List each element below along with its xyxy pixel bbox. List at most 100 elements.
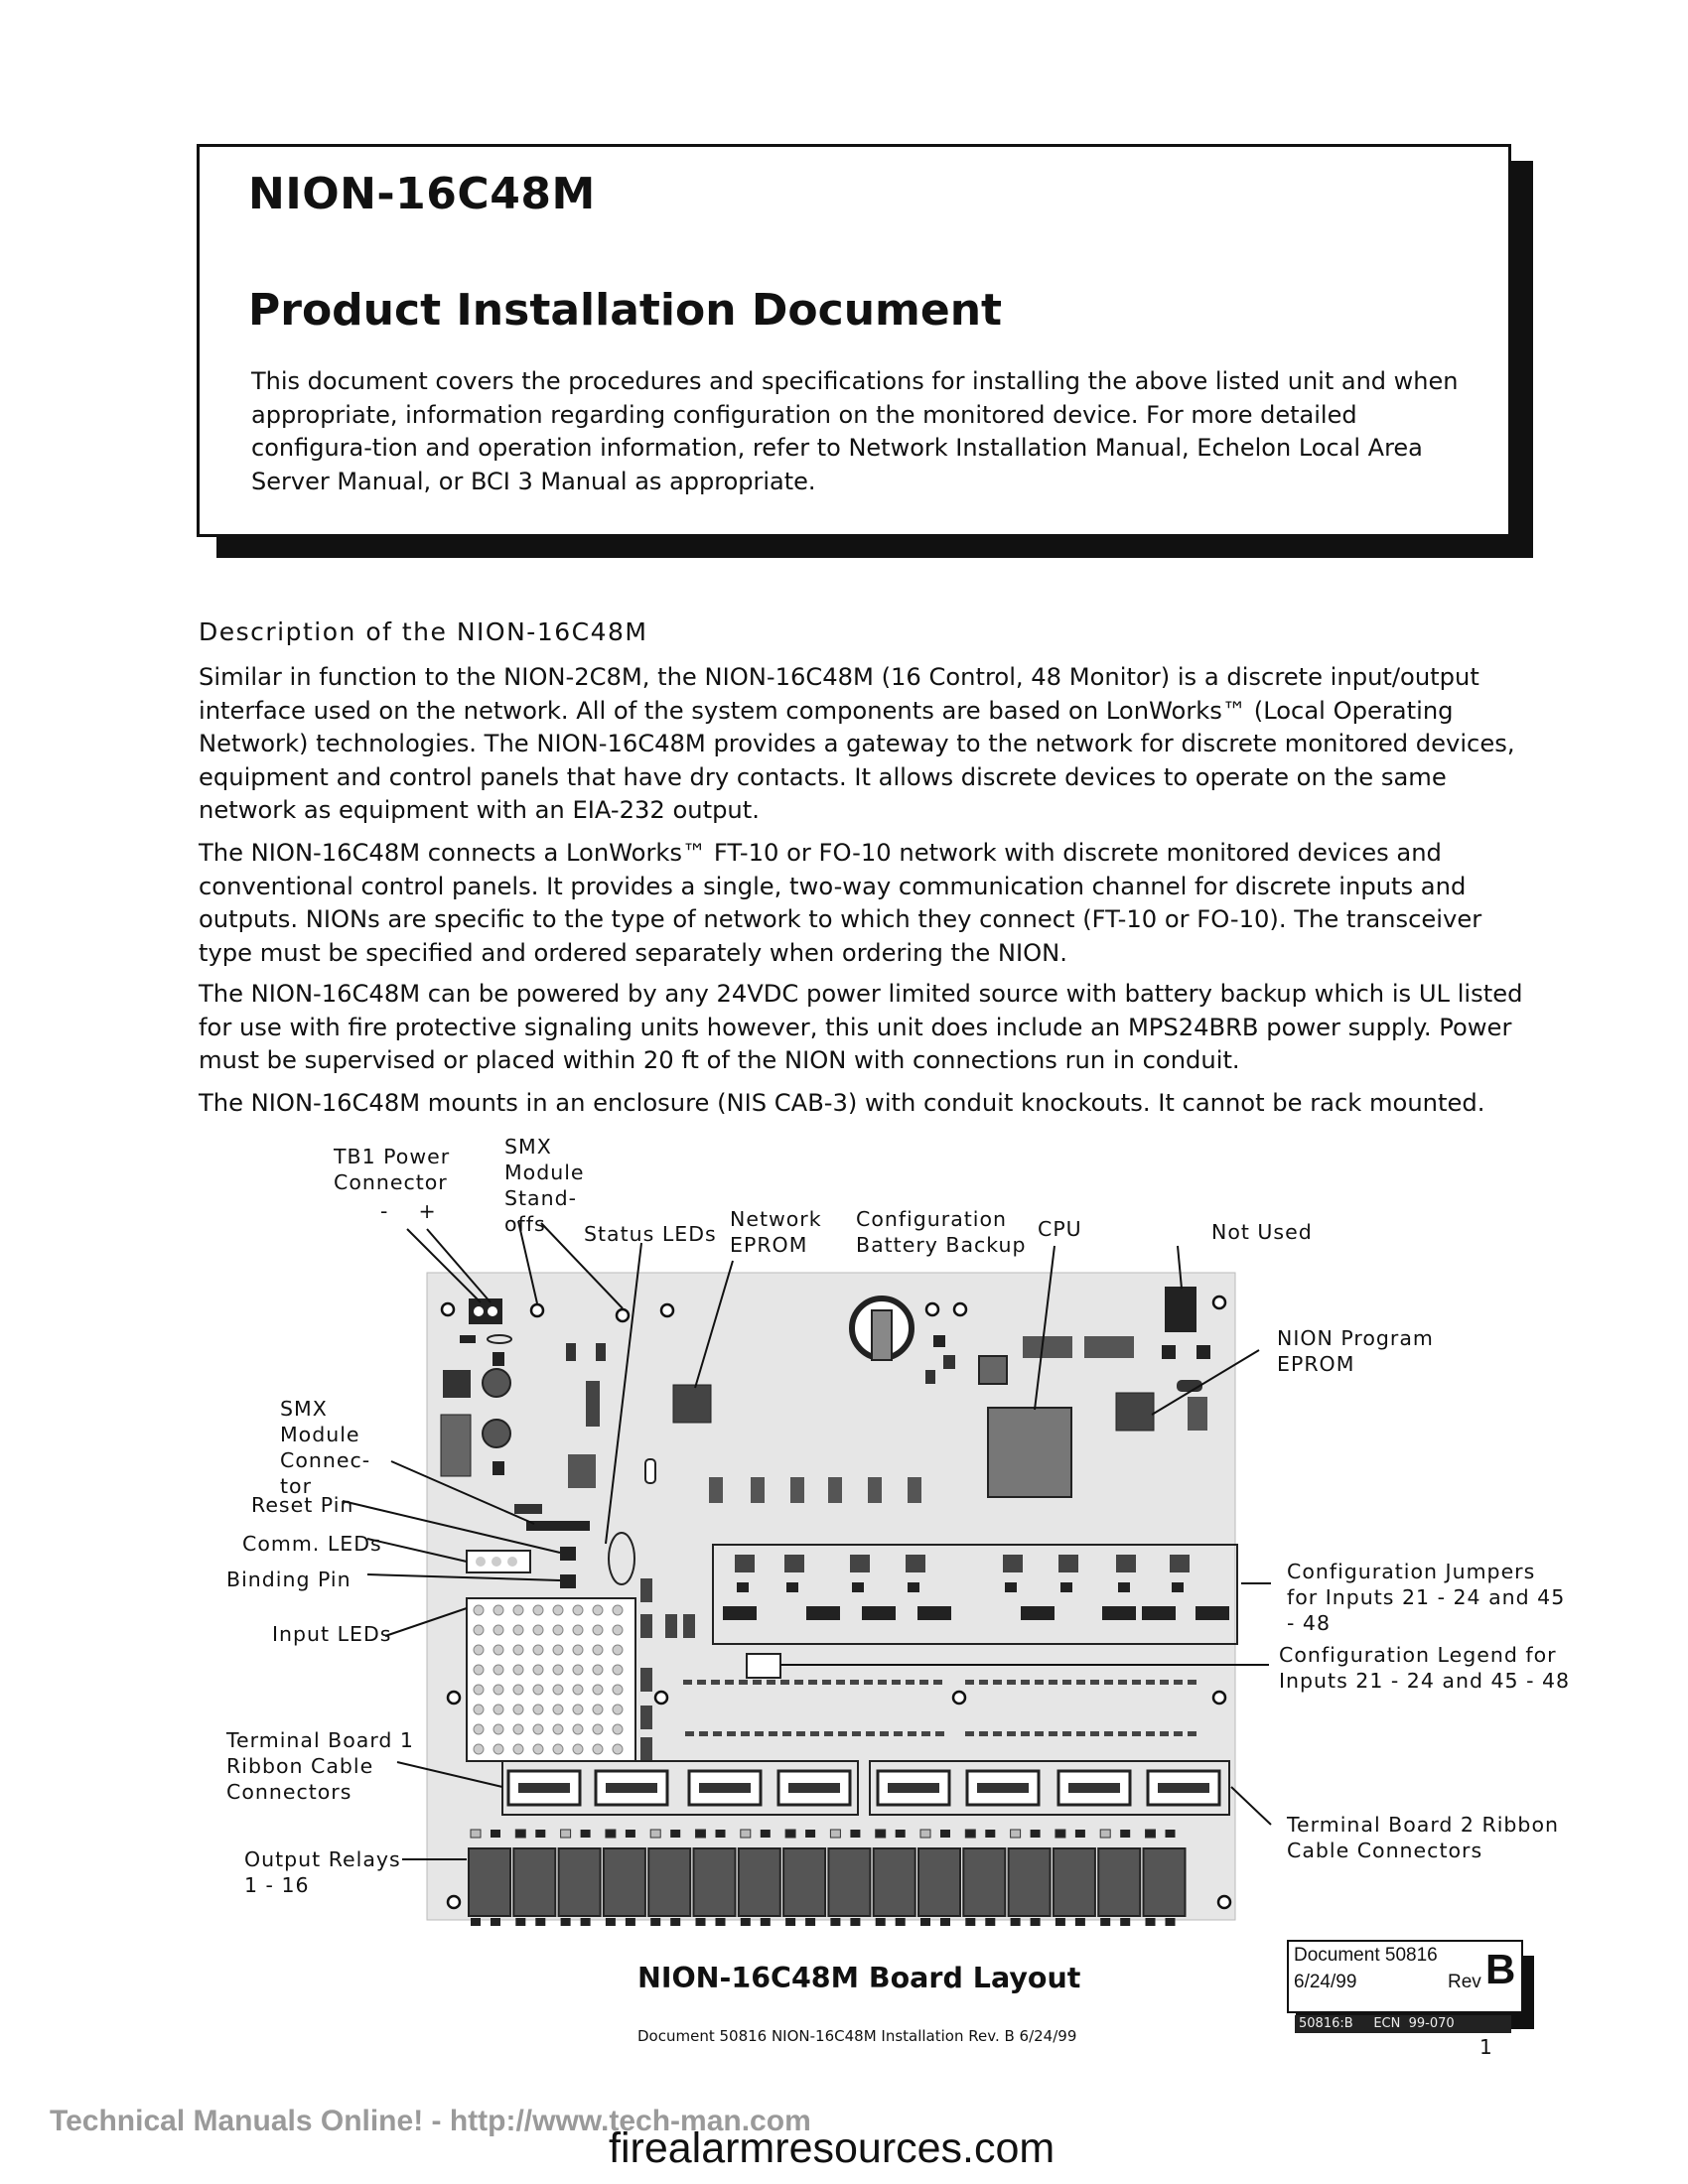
- output-relay: [602, 1847, 646, 1917]
- paragraph: Similar in function to the NION-2C8M, th…: [199, 663, 1515, 824]
- tb1-power-connector: [469, 1298, 502, 1324]
- document-subtitle: Product Installation Document: [248, 285, 1003, 336]
- relay-led: [715, 1830, 726, 1838]
- jumper-header: [806, 1606, 840, 1620]
- input-led: [612, 1743, 624, 1755]
- relay-led: [535, 1830, 546, 1838]
- input-led: [572, 1684, 584, 1696]
- label-nion-program-eprom: NION Program EPROM: [1277, 1326, 1434, 1376]
- resistor: [713, 1731, 722, 1736]
- resistor: [1090, 1680, 1099, 1685]
- paragraph: The NION-16C48M mounts in an enclosure (…: [199, 1089, 1485, 1117]
- resistor: [878, 1680, 887, 1685]
- relay-led: [919, 1829, 931, 1839]
- input-led: [612, 1644, 624, 1656]
- resistor: [1188, 1731, 1196, 1736]
- relay-pin: [670, 1918, 681, 1926]
- label-smx-connector: SMX Module Connec- tor: [280, 1397, 371, 1498]
- jumper-header: [1021, 1606, 1055, 1620]
- relay-led: [784, 1829, 796, 1839]
- resistor: [824, 1731, 833, 1736]
- input-led: [572, 1624, 584, 1636]
- input-led: [492, 1704, 504, 1715]
- output-relay: [512, 1847, 557, 1917]
- resistor: [979, 1731, 988, 1736]
- input-led: [532, 1644, 544, 1656]
- output-relay: [827, 1847, 872, 1917]
- revision-date: 6/24/99: [1294, 1972, 1357, 1992]
- relay-pin: [1165, 1918, 1176, 1926]
- relay-pin: [760, 1918, 771, 1926]
- ribbon-pins: [606, 1783, 657, 1793]
- resistor: [1035, 1731, 1044, 1736]
- resistor: [796, 1731, 805, 1736]
- output-relay: [917, 1847, 961, 1917]
- relay-led: [470, 1829, 482, 1839]
- leader-lines: [342, 1220, 1272, 1860]
- relay-led: [829, 1829, 841, 1839]
- input-led: [592, 1624, 604, 1636]
- resistor: [1160, 1680, 1169, 1685]
- revision-box: Document 50816 6/24/99 Rev B: [1287, 1940, 1523, 2013]
- input-led: [572, 1604, 584, 1616]
- resistor: [892, 1680, 901, 1685]
- relay-led: [695, 1829, 706, 1839]
- jumper-pin: [786, 1582, 798, 1592]
- relay-led: [740, 1829, 752, 1839]
- ribbon-pins: [788, 1783, 840, 1793]
- section-heading: Description of the NION-16C48M: [199, 617, 648, 646]
- input-led: [552, 1704, 564, 1715]
- relay-pin: [715, 1918, 726, 1926]
- relay-led: [625, 1830, 635, 1838]
- jumper-header: [862, 1606, 896, 1620]
- input-led: [532, 1723, 544, 1735]
- resistor: [1007, 1680, 1016, 1685]
- relay-pin: [740, 1918, 751, 1926]
- revision-letter: B: [1485, 1946, 1516, 1992]
- output-relay: [647, 1847, 692, 1917]
- input-led: [512, 1624, 524, 1636]
- relay-led: [895, 1830, 906, 1838]
- label-output-relays: Output Relays 1 - 16: [244, 1847, 401, 1897]
- watermark-firealarmresources: firealarmresources.com: [609, 2124, 1055, 2172]
- output-relay: [692, 1847, 737, 1917]
- relay-led: [850, 1830, 861, 1838]
- resistor: [711, 1680, 720, 1685]
- output-relay: [872, 1847, 916, 1917]
- input-led: [572, 1704, 584, 1715]
- input-led: [552, 1684, 564, 1696]
- resistor: [1007, 1731, 1016, 1736]
- resistor: [850, 1680, 859, 1685]
- relay-pin: [491, 1918, 500, 1926]
- page-number: 1: [1479, 2035, 1492, 2059]
- nion-program-eprom-chip: [1115, 1392, 1155, 1432]
- resistor: [1146, 1680, 1155, 1685]
- resistor: [1174, 1731, 1183, 1736]
- jumper-header: [1102, 1606, 1136, 1620]
- label-configuration-jumpers: Configuration Jumpers for Inputs 21 - 24…: [1287, 1560, 1566, 1635]
- relay-pin: [920, 1918, 930, 1926]
- jumper-pin: [852, 1582, 864, 1592]
- output-relay: [1142, 1847, 1187, 1917]
- resistor: [769, 1731, 777, 1736]
- output-relay: [557, 1847, 602, 1917]
- resistor: [697, 1680, 706, 1685]
- resistor: [725, 1680, 734, 1685]
- input-led: [532, 1743, 544, 1755]
- ribbon-pins: [977, 1783, 1029, 1793]
- input-leds-grid: [466, 1597, 636, 1762]
- label-binding-pin: Binding Pin: [226, 1568, 352, 1591]
- input-led: [492, 1604, 504, 1616]
- input-led: [512, 1743, 524, 1755]
- configuration-legend: [746, 1653, 781, 1679]
- relay-led: [1120, 1830, 1131, 1838]
- resistor: [864, 1680, 873, 1685]
- smx-module-connector: [526, 1521, 590, 1531]
- resistor: [1146, 1731, 1155, 1736]
- jumper-pin: [1005, 1582, 1017, 1592]
- input-led: [592, 1743, 604, 1755]
- resistor: [794, 1680, 803, 1685]
- relay-pin: [940, 1918, 950, 1926]
- input-led: [473, 1664, 485, 1676]
- input-led: [492, 1644, 504, 1656]
